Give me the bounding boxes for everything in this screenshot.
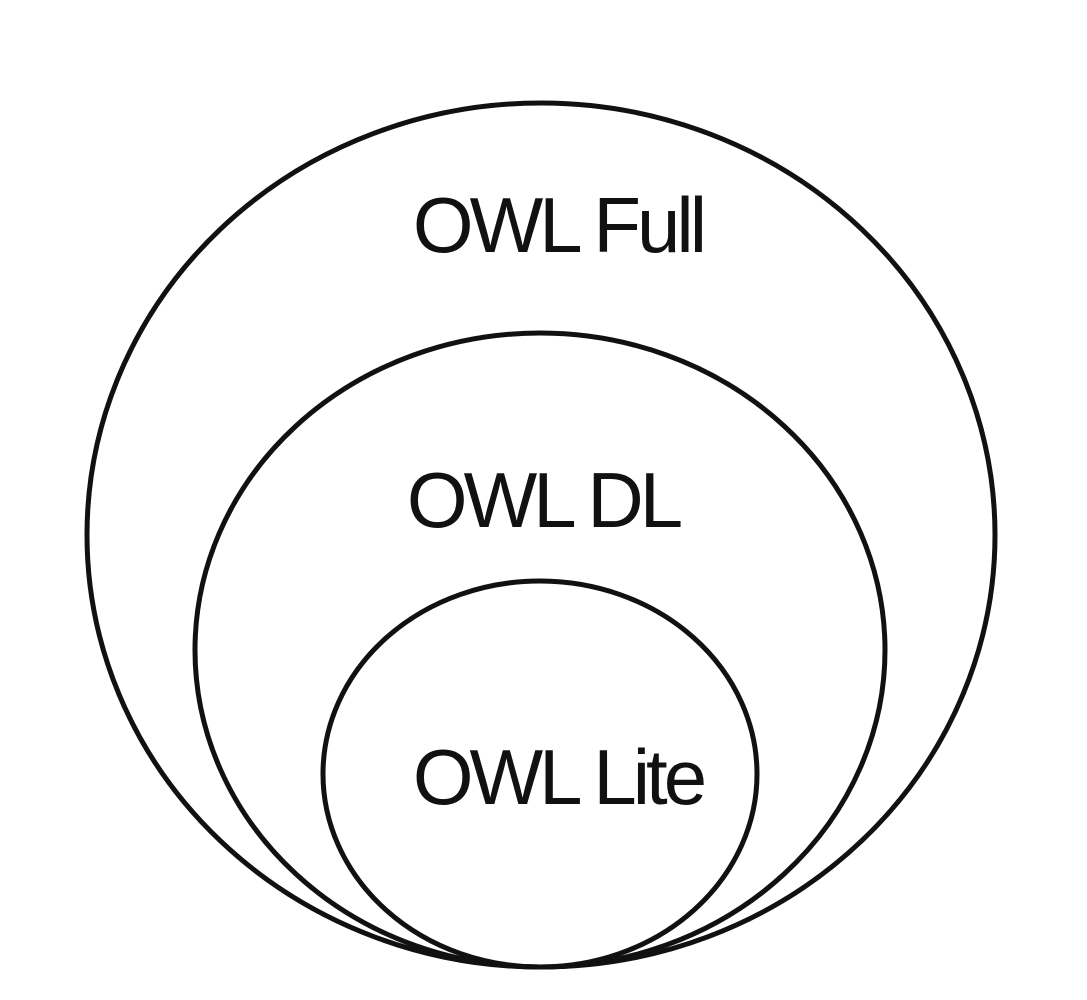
- owl-lite-ring: [320, 578, 760, 970]
- owl-lite-set: OWL Lite: [320, 578, 760, 970]
- owl-dl-ring: [192, 330, 888, 970]
- owl-full-label: OWL Full: [413, 181, 703, 269]
- owl-dl-set: OWL DL: [192, 330, 888, 970]
- owl-lite-label: OWL Lite: [413, 733, 704, 821]
- owl-dl-label: OWL DL: [407, 456, 681, 544]
